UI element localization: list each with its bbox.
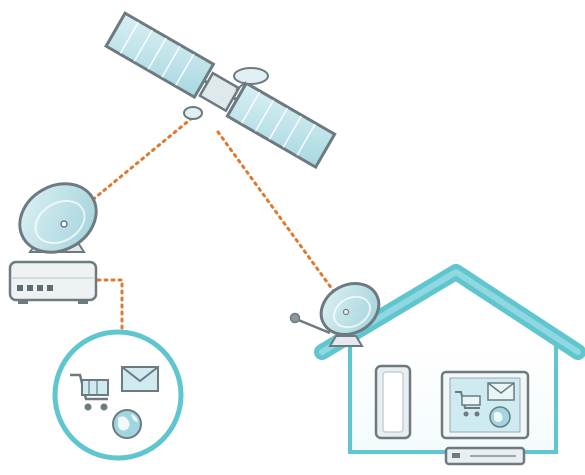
receiver-icon [374, 364, 412, 440]
shopping-cart-icon [70, 373, 109, 411]
cart-mail-globe-icon [52, 329, 184, 461]
screen-cart-icon [455, 391, 481, 417]
screen-globe-icon [489, 406, 511, 428]
link-satellite-house-dish [216, 130, 342, 302]
screen-mail-icon [487, 382, 515, 401]
house-dish-icon [289, 282, 381, 347]
link-ground-station-office [96, 278, 124, 332]
mail-icon [121, 366, 159, 392]
computer-icon [440, 370, 530, 466]
dish-modem-icon [8, 182, 98, 304]
globe-icon [112, 409, 142, 439]
satellite-icon [104, 11, 337, 170]
